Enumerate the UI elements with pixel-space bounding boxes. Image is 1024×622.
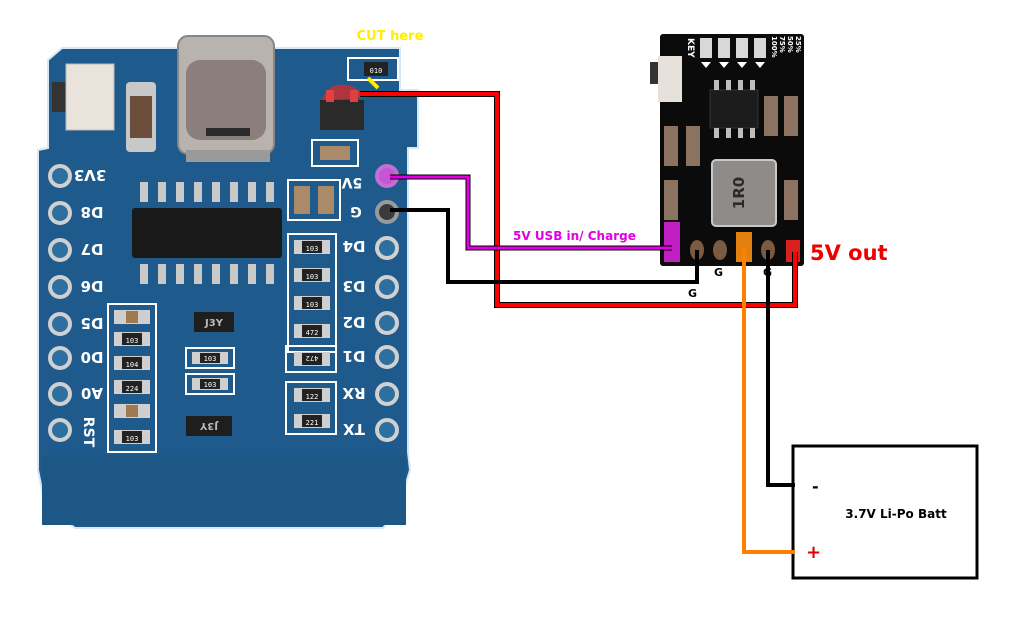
pin-label-d8: D8: [81, 203, 104, 221]
pad-gnd: [713, 240, 727, 260]
wire-battery-positive: [742, 248, 795, 554]
pin-label-g: G: [350, 203, 362, 219]
pin-label-tx: TX: [343, 420, 365, 438]
inductor: [711, 159, 777, 227]
right-pin-header: [375, 164, 399, 442]
pin-d1: [375, 345, 399, 369]
resistor-code: 103: [306, 301, 319, 309]
led: [754, 38, 766, 58]
pin-d7: [48, 238, 72, 262]
gnd-label: G: [714, 266, 723, 279]
battery-outline: [791, 444, 979, 580]
resistor-code: 472: [306, 329, 319, 337]
right-pin-labels: 5V G D4 D3 D2 D1 RX TX: [342, 174, 366, 438]
pin-d8: [48, 201, 72, 225]
led-label: 25%: [794, 36, 802, 53]
battery: 3.7V Li-Po Batt - +: [791, 444, 979, 580]
battery-label: 3.7V Li-Po Batt: [845, 507, 947, 521]
wires: [360, 91, 798, 554]
usb-charge-label: 5V USB in/ Charge: [513, 229, 636, 243]
usb-c-connector: [177, 35, 275, 162]
led-label: 75%: [778, 36, 786, 53]
pad-battery-positive: [736, 232, 752, 262]
pin-d0: [48, 346, 72, 370]
resistor-code: 103: [306, 245, 319, 253]
key-label: KEY: [685, 38, 695, 58]
pad-usb-in: [664, 222, 680, 262]
pin-rst: [48, 418, 72, 442]
resistor-code: 472: [306, 354, 319, 362]
led: [718, 38, 730, 58]
pin-label-d7: D7: [81, 240, 104, 258]
gnd-label: G: [688, 287, 697, 300]
resistor-code: 122: [306, 393, 319, 401]
resistor-code: 103: [126, 435, 139, 443]
resistor-code: 103: [306, 273, 319, 281]
resistor-code: 224: [126, 385, 139, 393]
left-pin-labels: 3V3 D8 D7 D6 D5 D0 A0 RST: [74, 166, 106, 448]
pin-label-d1: D1: [343, 347, 366, 365]
usb-serial-chip: [132, 182, 282, 284]
pin-3v3: [48, 164, 72, 188]
cut-resistor: [364, 62, 388, 76]
pin-label-3v3: 3V3: [74, 166, 106, 184]
pin-label-d0: D0: [81, 348, 104, 366]
led-label: 100%: [770, 36, 778, 58]
led: [700, 38, 712, 58]
pin-label-5v: 5V: [342, 174, 363, 190]
pin-d3: [375, 275, 399, 299]
key-switch: [658, 56, 682, 102]
led-percent-labels: 25% 50% 75% 100%: [770, 36, 802, 58]
pin-label-d4: D4: [343, 237, 366, 255]
pin-label-rx: RX: [342, 384, 366, 402]
transistor-code: J3Y: [204, 318, 224, 329]
pin-tx: [375, 418, 399, 442]
wire-ground: [390, 208, 699, 284]
pin-label-d2: D2: [343, 313, 366, 331]
resistor-code: 103: [126, 337, 139, 345]
power-switch: [52, 63, 115, 131]
pin-label-a0: A0: [81, 384, 103, 402]
pin-label-d6: D6: [81, 277, 104, 295]
gnd-label: G: [763, 266, 772, 279]
resistor-code: 103: [204, 355, 217, 363]
battery-negative-label: -: [812, 477, 819, 496]
left-resistors: 103 104 224 103: [107, 303, 157, 453]
cut-resistor-outline: [347, 57, 399, 81]
resistor-code: 104: [126, 361, 139, 369]
pin-a0: [48, 382, 72, 406]
resistor-code: 103: [204, 381, 217, 389]
pin-label-d3: D3: [343, 277, 366, 295]
battery-positive-label: +: [806, 542, 821, 563]
capacitor-body: [130, 96, 152, 138]
pin-d6: [48, 275, 72, 299]
pin-d4: [375, 236, 399, 260]
inductor-code: 1R0: [730, 177, 748, 209]
pin-label-d5: D5: [81, 314, 104, 332]
charger-module: KEY 25% 50% 75% 100% 1R0: [650, 34, 804, 266]
led: [736, 38, 748, 58]
charge-leds: [700, 38, 766, 68]
right-resistors: 103 103 103 472 472 122 221: [285, 233, 337, 435]
charger-ic: [709, 89, 759, 129]
regulator-chip: [320, 100, 364, 130]
transistor-code: J3Y: [199, 420, 219, 431]
resistor-code: 221: [306, 419, 319, 427]
pin-rx: [375, 382, 399, 406]
cut-here-label: CUT here: [357, 29, 424, 44]
antenna-area: [42, 455, 406, 525]
5v-out-label: 5V out: [810, 241, 888, 265]
pin-d5: [48, 312, 72, 336]
left-pin-header: [48, 164, 72, 442]
pin-label-rst: RST: [80, 417, 96, 448]
cut-resistor-code: 010: [370, 67, 383, 75]
led-label: 50%: [786, 36, 794, 53]
pin-d2: [375, 311, 399, 335]
cut-marker: [366, 76, 380, 90]
center-components: J3Y 103 103 J3Y: [185, 312, 235, 436]
wire-battery-negative: [766, 250, 795, 487]
esp-board: 010: [37, 35, 419, 529]
